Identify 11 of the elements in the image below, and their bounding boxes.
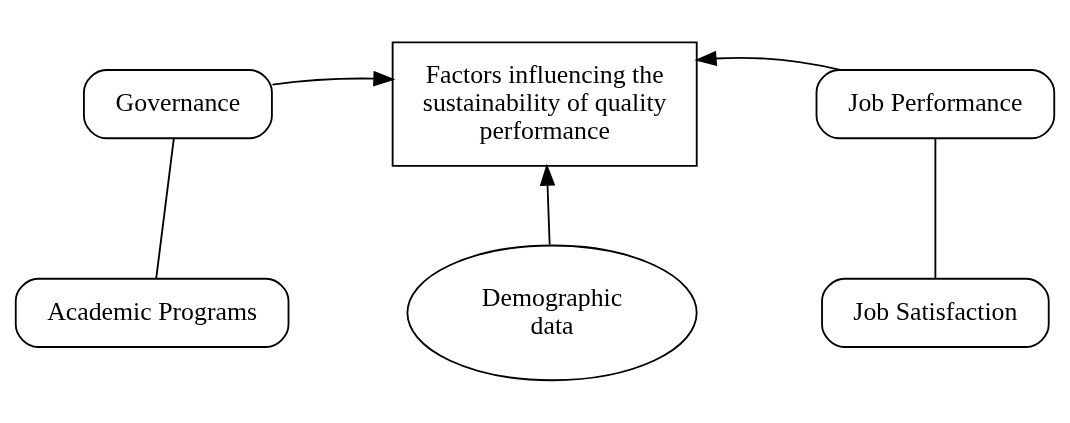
arrow: [271, 70, 396, 87]
connector: [934, 138, 937, 280]
node-ellipse: Demographic data: [406, 244, 698, 382]
arrow: [539, 163, 556, 246]
node-box: Governance: [83, 69, 273, 140]
node-box: Academic Programs: [14, 277, 290, 348]
node-box: Factors influencing the sustainability of quality performance: [391, 41, 698, 167]
node-box: Job Performance: [815, 69, 1056, 140]
connector: [155, 138, 175, 280]
node-box: Job Satisfaction: [821, 277, 1050, 348]
arrow: [694, 50, 841, 71]
